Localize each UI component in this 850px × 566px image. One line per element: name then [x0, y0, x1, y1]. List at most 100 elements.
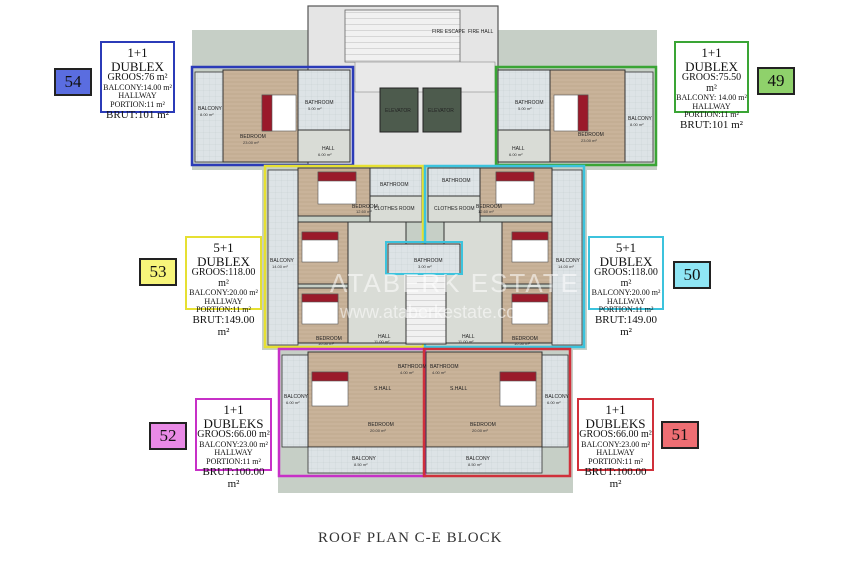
unit-groos: GROOS:118.00 m² — [594, 267, 658, 289]
fire-hall-label: FIRE HALL — [468, 29, 494, 35]
unit-title: 1+1 DUBLEKS — [585, 402, 646, 431]
u49-bathroom-lbl: BATHROOM — [515, 100, 544, 106]
unit-54-hall — [297, 129, 351, 163]
unit-info-53: 5+1 DUBLEX GROOS:118.00 m² BALCONY:20.00… — [185, 236, 262, 338]
unit-54-balcony — [194, 71, 224, 163]
unit-brut: BRUT:101 m² — [106, 108, 169, 121]
u53-bathroom-lbl: BATHROOM — [380, 182, 409, 188]
unit-50-clothes — [427, 195, 481, 223]
fire-escape-label: FIRE ESCAPE — [432, 29, 466, 35]
u52-balcony-lbl: BALCONY — [284, 394, 309, 400]
u51-balcony-bottom-area: 8.50 m² — [468, 462, 482, 467]
unit-balcony: BALCONY:20.00 m² — [591, 288, 661, 298]
u49-balcony-area: 8.00 m² — [630, 122, 644, 127]
unit-hallway: HALLWAY PORTION:11 m² — [588, 448, 643, 466]
unit-brut: BRUT:100.00 m² — [202, 465, 265, 490]
u52-balcony-area: 6.00 m² — [286, 400, 300, 405]
u50-clothes-lbl: CLOTHES ROOM — [434, 206, 475, 212]
u54-bedroom-lbl: BEDROOM — [240, 134, 266, 140]
unit-number-53: 53 — [139, 258, 177, 286]
unit-title: 1+1 DUBLEKS — [203, 402, 264, 431]
u50-bathroom-lbl: BATHROOM — [442, 178, 471, 184]
u50-bedroom-lbl: BEDROOM — [476, 204, 502, 210]
unit-hallway: HALLWAY PORTION:11 m² — [110, 91, 165, 109]
u54-bathroom-area: 5.00 m² — [308, 106, 322, 111]
unit-number-49: 49 — [757, 67, 795, 95]
u53-bedroom3-area: 10.50 m² — [318, 341, 334, 346]
u50-bedroom-area: 12.60 m² — [478, 209, 494, 214]
u52-bathroom-lbl: BATHROOM — [398, 364, 427, 370]
u54-bedroom-area: 23.00 m² — [243, 140, 259, 145]
u49-hall-lbl: HALL — [512, 146, 525, 152]
u53-clothes-lbl: CLOTHES ROOM — [374, 206, 415, 212]
unit-title: 1+1 DUBLEX — [685, 45, 738, 74]
u53-hall-lbl: HALL — [378, 334, 391, 340]
u49-bedroom-lbl: BEDROOM — [578, 132, 604, 138]
unit-number-52: 52 — [149, 422, 187, 450]
u51-shall-lbl: S.HALL — [450, 386, 467, 392]
u52-shall-lbl: S.HALL — [374, 386, 391, 392]
watermark-url: www.ataberkestate.com — [339, 302, 531, 322]
unit-51-outline — [422, 347, 572, 478]
unit-53-balcony — [267, 169, 299, 346]
unit-balcony: BALCONY:23.00 m² — [199, 439, 268, 449]
central-bathroom — [387, 243, 461, 275]
u49-hall-area: 6.00 m² — [509, 152, 523, 157]
elevator-right — [422, 87, 462, 133]
elevator-right-label: ELEVATOR — [428, 108, 454, 114]
unit-balcony: BALCONY:23.00 m² — [581, 439, 650, 449]
u53-bedroom-lbl: BEDROOM — [352, 204, 378, 210]
unit-groos: GROOS:118.00 m² — [191, 267, 256, 289]
unit-hallway: HALLWAY PORTION:11 m² — [196, 296, 251, 315]
central-stair — [405, 273, 447, 345]
u54-hall-area: 6.00 m² — [318, 152, 332, 157]
unit-balcony: BALCONY:20.00 m² — [189, 288, 258, 298]
unit-51-balcony-side — [541, 354, 569, 448]
unit-number-50: 50 — [673, 261, 711, 289]
u54-bathroom-lbl: BATHROOM — [305, 100, 334, 106]
u53-bedroom-area: 12.60 m² — [356, 209, 372, 214]
u52-bedroom-area: 20.00 m² — [370, 428, 386, 433]
unit-52-balcony-side — [281, 354, 309, 448]
central-bathroom-area: 3.00 m² — [418, 264, 432, 269]
unit-49-hall — [497, 129, 551, 163]
u49-bathroom-area: 5.00 m² — [518, 106, 532, 111]
central-outline — [385, 241, 463, 275]
unit-info-54: 1+1 DUBLEX GROOS:76 m² BALCONY:14.00 m² … — [100, 41, 175, 121]
unit-balcony: BALCONY: 14.00 m² — [676, 93, 747, 103]
u51-bathroom-lbl: BATHROOM — [430, 364, 459, 370]
unit-hallway: HALLWAY PORTION:11 m² — [598, 296, 654, 315]
unit-49-balcony — [624, 71, 654, 163]
central-bathroom-lbl: BATHROOM — [414, 258, 443, 264]
unit-brut: BRUT:149.00 m² — [594, 314, 658, 338]
u51-balcony-area: 6.00 m² — [547, 400, 561, 405]
unit-groos: GROOS:75.50 m² — [681, 72, 742, 94]
unit-brut: BRUT:101 m² — [680, 119, 743, 132]
unit-brut: BRUT:149.00 m² — [192, 314, 255, 338]
watermark: ATABERK ESTATE — [330, 268, 580, 298]
u53-balcony-area: 14.00 m² — [272, 264, 288, 269]
unit-53-clothes — [369, 195, 423, 223]
unit-groos: GROOS:66.00 m² — [579, 429, 652, 441]
unit-number-51: 51 — [661, 421, 699, 449]
unit-number-54: 54 — [54, 68, 92, 96]
elevator-left-label: ELEVATOR — [385, 108, 411, 114]
u51-balcony-bottom-lbl: BALCONY — [466, 456, 491, 462]
unit-title: 5+1 DUBLEX — [599, 240, 653, 269]
plan-caption: ROOF PLAN C-E BLOCK — [318, 530, 503, 546]
u50-hall-lbl: HALL — [462, 334, 475, 340]
unit-54-bathroom — [297, 69, 351, 131]
u50-balcony-lbl: BALCONY — [556, 258, 581, 264]
u50-bedroom3-area: 10.50 m² — [514, 341, 530, 346]
unit-52-balcony-bottom — [307, 446, 425, 474]
unit-info-50: 5+1 DUBLEX GROOS:118.00 m² BALCONY:20.00… — [588, 236, 664, 338]
stairs — [344, 9, 461, 63]
u53-balcony-lbl: BALCONY — [270, 258, 295, 264]
unit-balcony: BALCONY:14.00 m² — [103, 82, 172, 92]
u52-bedroom-lbl: BEDROOM — [368, 422, 394, 428]
u53-hall-area: 11.00 m² — [374, 339, 390, 344]
unit-title: 1+1 DUBLEX — [111, 45, 164, 74]
unit-hallway: HALLWAY PORTION:11 m² — [684, 101, 739, 120]
u52-balcony-bottom-lbl: BALCONY — [352, 456, 377, 462]
